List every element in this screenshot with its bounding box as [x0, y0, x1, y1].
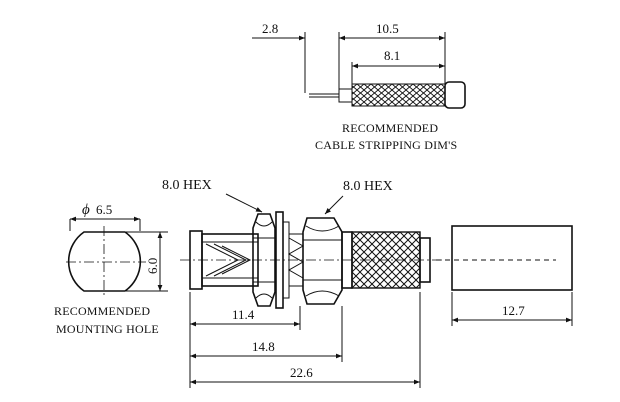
cable-stripping-view: 2.8 10.5 8.1 RECOMMENDED CABLE STRIPPING…: [252, 21, 466, 152]
mounting-caption-line2: MOUNTING HOLE: [56, 322, 159, 336]
connector-side-view: 8.0 HEX 8.0 HEX 11.4 14.8 22.6 12.7: [162, 178, 573, 388]
mounting-hole-view: ϕ 6.5 6.0 RECOMMENDED MOUNTING HOLE: [54, 202, 168, 336]
dim-6-5-label: 6.5: [96, 202, 112, 217]
knurled-ferrule: [351, 231, 421, 289]
dim-6-0-label: 6.0: [145, 258, 160, 274]
rear-collar: [419, 237, 431, 283]
dim-10-5-label: 10.5: [376, 21, 399, 36]
right-hex-nut: [302, 217, 343, 305]
hex-left-label: 8.0 HEX: [162, 178, 212, 193]
mounting-caption-line1: RECOMMENDED: [54, 304, 150, 318]
braid-shield: [351, 83, 446, 107]
stripping-caption-line2: CABLE STRIPPING DIM'S: [315, 138, 457, 152]
dim-8-1-label: 8.1: [384, 48, 400, 63]
stripping-caption-line1: RECOMMENDED: [342, 121, 438, 135]
dim-12-7-label: 12.7: [502, 303, 525, 318]
cable-jacket: [444, 81, 466, 109]
threaded-body: [201, 233, 259, 287]
left-hex-nut: [252, 213, 276, 307]
dim-22-6-label: 22.6: [290, 365, 313, 380]
hex-right-label: 8.0 HEX: [343, 179, 393, 194]
d-hole-outline: [67, 231, 142, 292]
phi-symbol: ϕ: [82, 202, 90, 218]
dim-14-8-label: 14.8: [252, 339, 275, 354]
cable-outline: [451, 225, 573, 291]
dim-11-4-label: 11.4: [232, 307, 255, 322]
dim-2-8-label: 2.8: [262, 21, 278, 36]
dielectric: [338, 88, 353, 103]
